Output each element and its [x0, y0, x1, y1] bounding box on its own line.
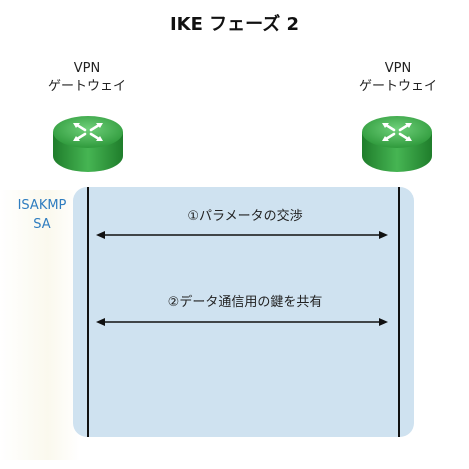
isakmp-sa-line1: ISAKMP: [17, 198, 67, 213]
left-router-icon: [53, 116, 123, 172]
ipsec-sa-panel: [73, 187, 414, 437]
left-gateway-line2: ゲートウェイ: [47, 79, 126, 94]
isakmp-sa-label: ISAKMP SA: [14, 196, 70, 234]
right-router-icon: [362, 116, 432, 172]
left-gateway-line1: VPN: [73, 61, 101, 76]
left-gateway-label: VPN ゲートウェイ: [27, 60, 147, 96]
sa-glow: [0, 190, 80, 460]
step-2-arrow: [96, 318, 388, 326]
right-gateway-label: VPN ゲートウェイ: [338, 60, 458, 96]
step-1-label: ①パラメータの交渉: [187, 209, 303, 224]
right-lifeline: [398, 187, 400, 437]
step-2-label: ②データ通信用の鍵を共有: [167, 295, 323, 310]
diagram-title: IKE フェーズ 2: [169, 14, 300, 35]
right-gateway-line2: ゲートウェイ: [358, 79, 437, 94]
step-1-arrow: [96, 231, 388, 239]
isakmp-sa-line2: SA: [33, 217, 51, 232]
right-gateway-line1: VPN: [384, 61, 412, 76]
left-lifeline: [87, 187, 89, 437]
